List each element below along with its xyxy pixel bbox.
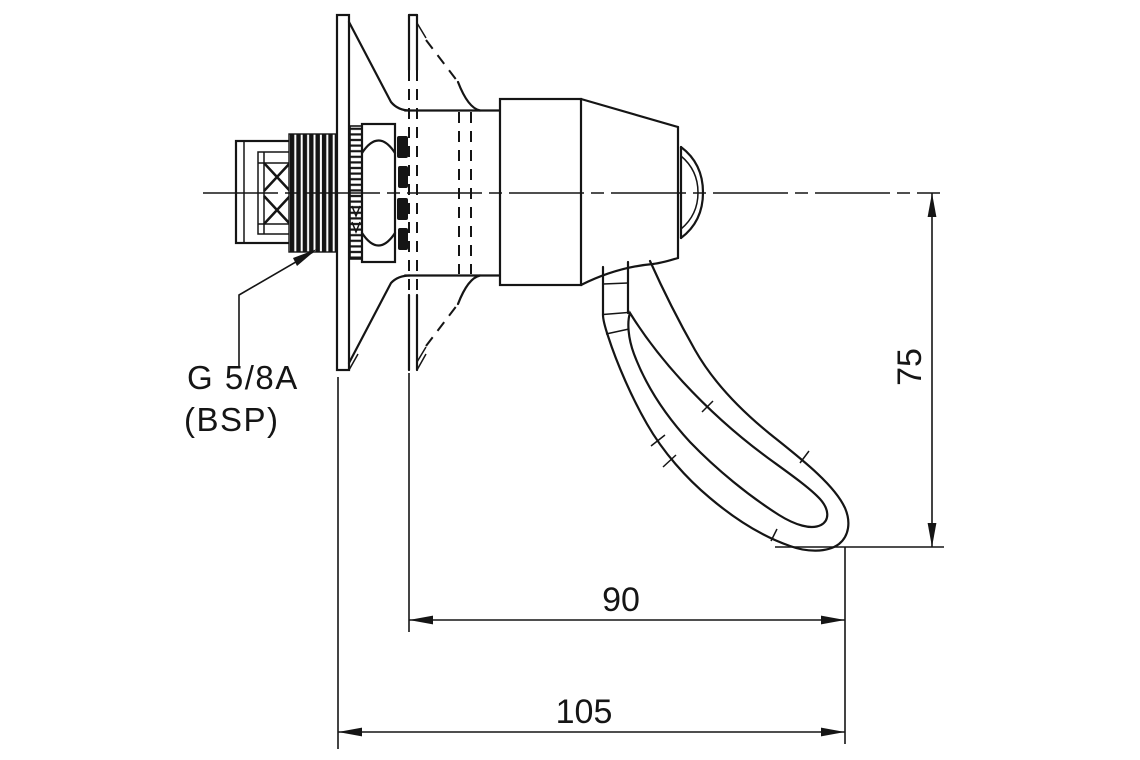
dimension-90: 90 — [408, 373, 845, 632]
dim-90-value: 90 — [602, 581, 640, 619]
thread-leader-arrow — [293, 249, 317, 266]
handle-outline — [601, 259, 850, 552]
dim-75-value: 75 — [891, 348, 929, 386]
valve-body — [403, 97, 705, 287]
body-taper-top — [579, 97, 680, 129]
handle-segment-ticks — [650, 400, 810, 542]
dim-105-value: 105 — [556, 693, 613, 731]
flange-cone-top — [347, 20, 412, 112]
dim-75-arrow-top — [927, 193, 937, 217]
handle-hub — [601, 260, 630, 335]
aerator-cross-detail — [263, 162, 291, 225]
thread-label-line1: G 5/8A — [187, 359, 299, 396]
hidden-thread-segments — [397, 136, 408, 250]
thread-label-line2: (BSP) — [184, 401, 280, 438]
body-cylinder — [498, 97, 583, 287]
dimension-75: 75 — [775, 193, 944, 548]
dim-105-arrow-left — [338, 727, 362, 737]
dim-105-arrow-right — [821, 727, 845, 737]
handle-loop-inner — [627, 310, 829, 529]
flange-cone-bottom — [347, 274, 412, 365]
dim-90-arrow-left — [409, 615, 433, 625]
hex-nut-chamfer-bottom — [360, 231, 397, 247]
lever-handle — [601, 259, 850, 552]
dimension-105: 105 — [337, 377, 846, 749]
dim-75-arrow-bottom — [927, 523, 937, 547]
body-taper-bottom — [579, 256, 680, 287]
body-neck — [403, 109, 502, 277]
thread-leader-line — [238, 251, 314, 368]
hex-nut-chamfer-top — [360, 139, 397, 155]
locknut-chevrons — [351, 205, 361, 235]
flange-cone-hidden — [425, 39, 459, 347]
dim-90-arrow-right — [821, 615, 845, 625]
thread-callout: G 5/8A (BSP) — [184, 249, 317, 438]
